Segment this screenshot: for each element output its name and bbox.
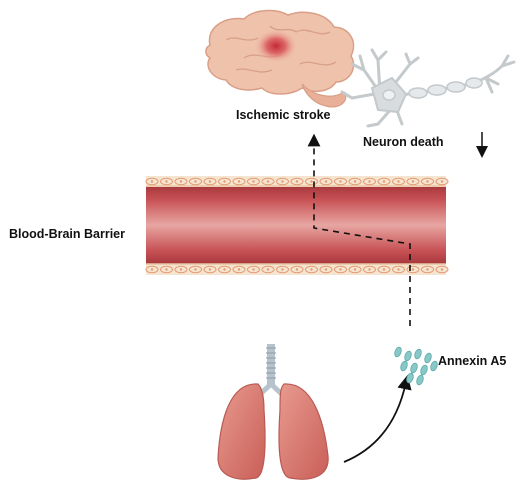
cell-nucleus (237, 268, 241, 271)
cell-nucleus (440, 180, 444, 183)
endothelial-cells-bottom (145, 265, 449, 274)
ischemic-stroke-label: Ischemic stroke (236, 108, 331, 122)
cell-nucleus (339, 268, 342, 271)
lungs-icon (217, 344, 329, 480)
cell-nucleus (281, 180, 284, 183)
blood-brain-barrier-label: Blood-Brain Barrier (9, 227, 125, 241)
cell-nucleus (281, 268, 284, 271)
cell-nucleus (368, 180, 371, 183)
blood-vessel-icon (145, 176, 449, 275)
cell-nucleus (150, 268, 154, 271)
neuron-death-label: Neuron death (363, 135, 444, 149)
cell-nucleus (353, 180, 357, 183)
cell-nucleus (194, 180, 197, 183)
cell-nucleus (194, 268, 197, 271)
cell-nucleus (382, 180, 386, 183)
cell-nucleus (339, 180, 342, 183)
cell-nucleus (368, 268, 371, 271)
cell-nucleus (179, 180, 183, 183)
cell-nucleus (440, 268, 444, 271)
translocation-path (307, 133, 411, 326)
neuron-icon (340, 48, 516, 128)
cell-nucleus (150, 180, 154, 183)
cell-nucleus (426, 180, 429, 183)
cell-nucleus (324, 268, 328, 271)
secretion-arrow (343, 374, 412, 463)
cell-nucleus (397, 268, 400, 271)
cell-nucleus (382, 268, 386, 271)
cell-nucleus (426, 268, 429, 271)
cell-nucleus (411, 268, 415, 271)
annexin-a5-label: Annexin A5 (438, 354, 507, 368)
cell-nucleus (411, 180, 415, 183)
cell-nucleus (324, 180, 328, 183)
cell-nucleus (266, 180, 270, 183)
cell-nucleus (208, 268, 212, 271)
cell-nucleus (266, 268, 270, 271)
cell-nucleus (208, 180, 212, 183)
endothelial-cells-top (145, 177, 449, 186)
cell-nucleus (310, 268, 313, 271)
cell-nucleus (295, 180, 299, 183)
cell-nucleus (179, 268, 183, 271)
brain-icon (205, 9, 355, 108)
cell-nucleus (252, 268, 255, 271)
cell-nucleus (165, 180, 168, 183)
annexin-particles-icon (394, 346, 438, 386)
cell-nucleus (397, 180, 400, 183)
cell-nucleus (237, 180, 241, 183)
cell-nucleus (353, 268, 357, 271)
cell-nucleus (295, 268, 299, 271)
cell-nucleus (165, 268, 168, 271)
cell-nucleus (310, 180, 313, 183)
cell-nucleus (223, 180, 226, 183)
cell-nucleus (223, 268, 226, 271)
cell-nucleus (252, 180, 255, 183)
